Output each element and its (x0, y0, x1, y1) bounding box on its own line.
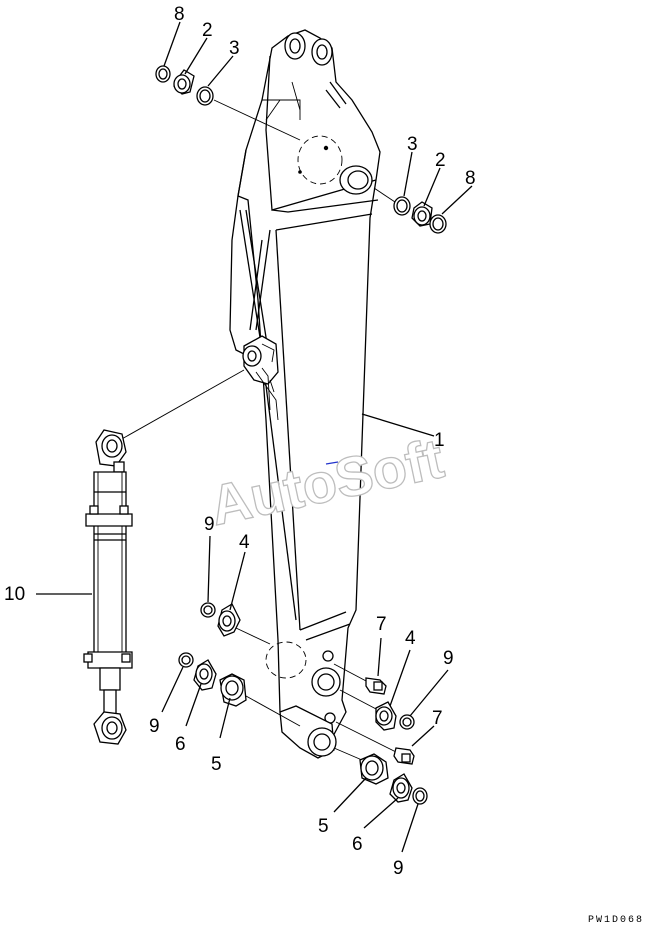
leader-lines (36, 21, 473, 853)
arm-assembly (229, 29, 381, 759)
drawing-code: PW1D068 (588, 915, 644, 926)
callout-2-top-right: 2 (435, 150, 446, 171)
callout-9-left-upper: 9 (204, 514, 215, 535)
callout-1-arm: 1 (434, 430, 445, 451)
callout-9-right-lower: 9 (393, 858, 404, 879)
callout-4-right: 4 (405, 628, 416, 649)
callout-7-right-lower: 7 (432, 708, 443, 729)
callout-3-top-right: 3 (407, 134, 418, 155)
callout-5-left: 5 (211, 754, 222, 775)
callout-2-top-left: 2 (202, 20, 213, 41)
right-lower-parts (333, 663, 428, 805)
callout-labels: 8 2 3 3 2 8 1 10 9 4 9 6 5 7 4 9 7 5 6 9 (4, 4, 476, 879)
callout-6-right: 6 (352, 834, 363, 855)
callout-4-left: 4 (239, 532, 250, 553)
callout-7-right-upper: 7 (376, 614, 387, 635)
callout-10-cylinder: 10 (4, 584, 25, 605)
cylinder-assembly (83, 369, 245, 745)
callout-3-top-left: 3 (229, 38, 240, 59)
top-left-parts (155, 65, 301, 141)
callout-9-right-upper: 9 (443, 648, 454, 669)
left-lower-parts (178, 602, 301, 727)
callout-5-right: 5 (318, 816, 329, 837)
callout-8-top-right: 8 (465, 168, 476, 189)
top-right-parts (373, 187, 447, 234)
callout-6-left: 6 (175, 734, 186, 755)
callout-9-left-lower: 9 (149, 716, 160, 737)
callout-8-top-left: 8 (174, 4, 185, 25)
